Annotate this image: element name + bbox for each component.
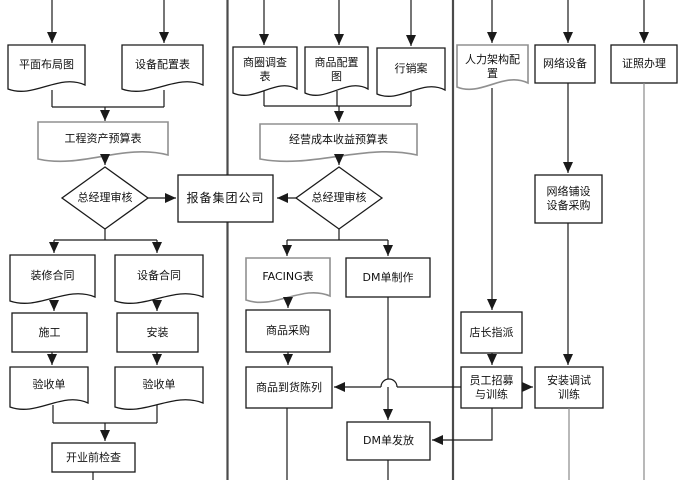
- diamond-gm-review-left: [60, 166, 150, 230]
- rect-dm-production: [345, 257, 431, 298]
- doc-acceptance-left: [9, 366, 89, 410]
- rect-store-manager: [460, 311, 523, 354]
- rect-network-procurement: [534, 174, 603, 224]
- rect-network-equipment: [534, 44, 596, 84]
- doc-operating-budget: [259, 123, 418, 163]
- node-shapes: [7, 44, 678, 473]
- line-hop-bridge: [380, 378, 398, 388]
- diamond-gm-review-mid: [294, 166, 384, 230]
- doc-equipment-config: [121, 44, 204, 92]
- plain-connectors: [51, 83, 645, 480]
- doc-facing-table: [245, 257, 331, 304]
- rect-staff-recruitment: [460, 366, 523, 409]
- arrow-staff-to-dm-distribution: [432, 408, 493, 445]
- connector-merge-survey-config-plan: [263, 91, 412, 107]
- rect-installation-training: [534, 366, 604, 409]
- doc-decoration-contract: [9, 254, 96, 304]
- rect-dm-distribution: [346, 421, 431, 461]
- doc-acceptance-right: [114, 366, 204, 410]
- rect-license-handling: [610, 44, 678, 84]
- rect-product-purchase: [245, 309, 331, 353]
- doc-floor-plan: [7, 44, 86, 92]
- rect-report-group: [177, 174, 274, 223]
- connector-merge-floorplan-equipment: [51, 90, 165, 108]
- doc-product-config: [304, 46, 369, 96]
- doc-marketing-plan: [376, 47, 446, 97]
- connector-branch-gm-mid: [287, 229, 388, 241]
- doc-market-survey: [232, 46, 298, 96]
- rect-installation: [116, 312, 199, 353]
- connector-branch-gm-left: [54, 229, 157, 241]
- rect-pre-opening-check: [51, 442, 136, 473]
- rect-goods-display: [245, 366, 333, 409]
- doc-equipment-contract: [114, 254, 204, 304]
- doc-engineering-budget: [37, 121, 169, 163]
- rect-construction: [11, 312, 88, 353]
- arrow-connectors: [47, 0, 649, 445]
- doc-hr-structure: [456, 44, 529, 91]
